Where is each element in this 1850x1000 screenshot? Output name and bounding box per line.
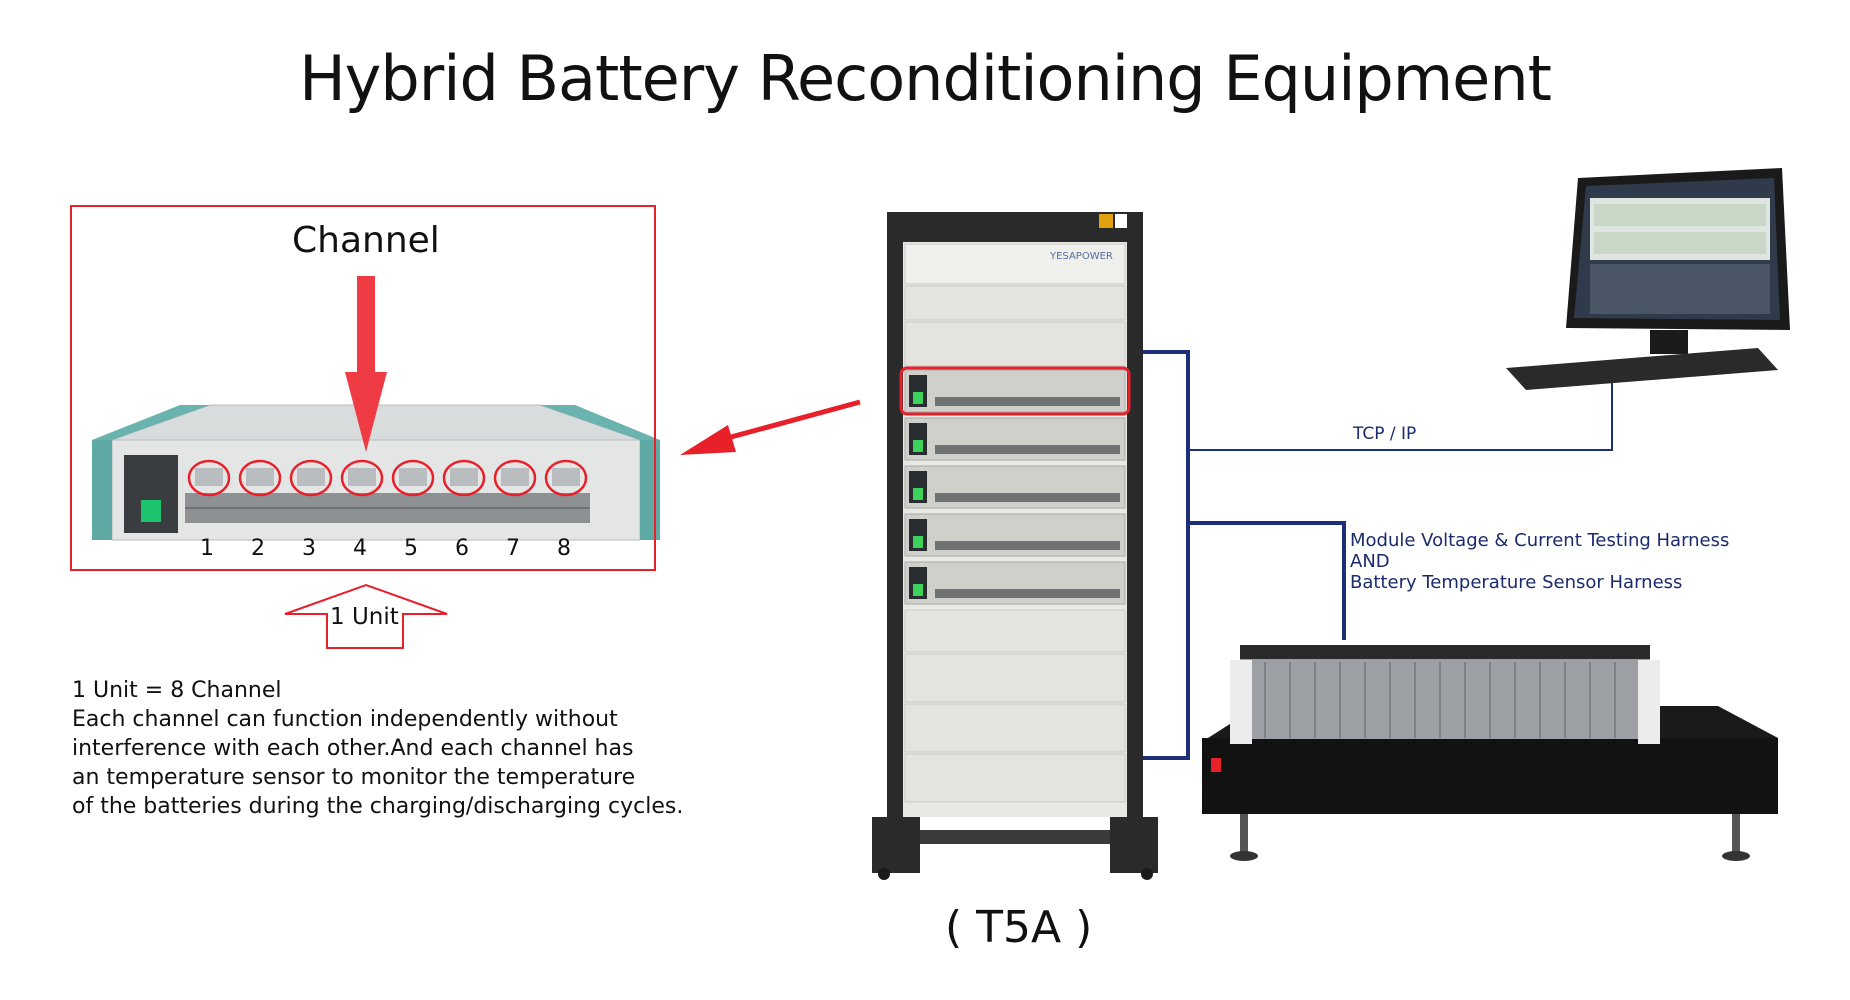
battery-pack-stand	[1202, 645, 1778, 861]
channel-callout-box	[70, 205, 656, 571]
channel-number-3: 3	[302, 536, 316, 561]
rack-cabinet: YESAPOWER	[872, 212, 1158, 880]
computer-monitor	[1506, 168, 1790, 390]
rack-module	[904, 561, 1126, 605]
channel-number-8: 8	[557, 536, 571, 561]
harness-line	[1188, 521, 1346, 640]
channel-number-4: 4	[353, 536, 367, 561]
channel-number-6: 6	[455, 536, 469, 561]
harness-label: Module Voltage & Current Testing Harness…	[1350, 530, 1729, 593]
rack-brand: YESAPOWER	[1049, 251, 1113, 262]
harness-label-line: Module Voltage & Current Testing Harness	[1350, 530, 1730, 551]
channel-arrow	[345, 276, 387, 452]
channel-number-7: 7	[506, 536, 520, 561]
channel-number-5: 5	[404, 536, 418, 561]
rack-to-unit-arrow	[680, 399, 861, 455]
page-title: Hybrid Battery Reconditioning Equipment	[299, 42, 1552, 115]
description-line: an temperature sensor to monitor the tem…	[72, 765, 636, 790]
rack-module	[904, 369, 1126, 413]
description-line: Each channel can function independently …	[72, 707, 618, 732]
channel-highlight-circles	[187, 459, 588, 497]
rack-module	[904, 465, 1126, 509]
charging-unit-illustration	[92, 404, 660, 541]
module-highlight-box	[899, 366, 1131, 416]
connection-cables	[1143, 350, 1190, 760]
description-line: interference with each other.And each ch…	[72, 736, 634, 761]
harness-label-line: AND	[1350, 551, 1390, 572]
channel-number-1: 1	[200, 536, 214, 561]
harness-label-line: Battery Temperature Sensor Harness	[1350, 572, 1683, 593]
unit-arrow	[284, 583, 448, 649]
rack-module	[904, 513, 1126, 557]
unit-label: 1 Unit	[330, 604, 399, 630]
tcp-ip-label: TCP / IP	[1353, 424, 1417, 444]
description-text: 1 Unit = 8 Channel Each channel can func…	[72, 676, 692, 821]
rack-model-label: ( T5A )	[945, 902, 1093, 953]
channel-number-2: 2	[251, 536, 265, 561]
tcp-ip-line	[1188, 375, 1613, 451]
channel-label: Channel	[292, 220, 440, 261]
rack-module	[904, 417, 1126, 461]
channel-connectors	[195, 468, 580, 486]
description-line: 1 Unit = 8 Channel	[72, 678, 282, 703]
description-line: of the batteries during the charging/dis…	[72, 794, 684, 819]
